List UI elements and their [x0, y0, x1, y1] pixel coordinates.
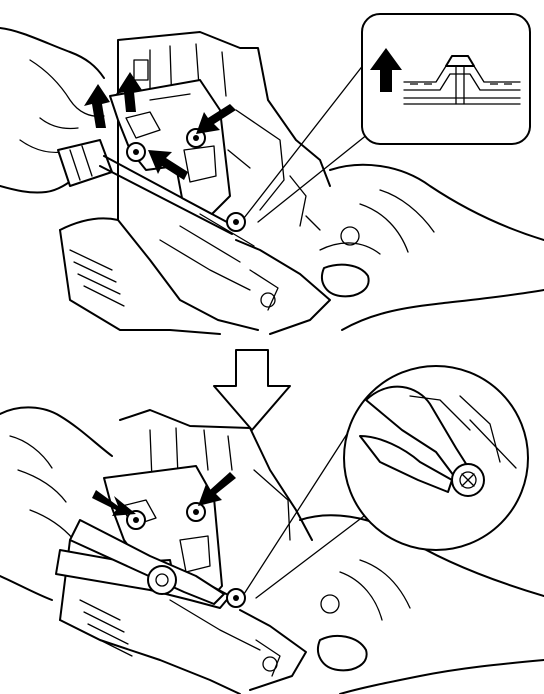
- valve-body-top: [59, 31, 331, 335]
- arrow-pointing-bolt-right: [196, 104, 236, 134]
- callout-leader-bottom: [243, 419, 373, 599]
- bolt-top-lower: [226, 212, 246, 232]
- step-2-panel: [0, 365, 544, 694]
- arrow-pointing-bolt-bottom-right: [198, 472, 236, 506]
- bolt-bottom-lower: [226, 588, 246, 608]
- bolt-bottom-right: [186, 502, 206, 522]
- right-hand-bottom: [299, 514, 544, 694]
- detent-spring-plate: [109, 79, 231, 215]
- down-step-arrow: [213, 349, 291, 431]
- clip-circle-callout: [343, 365, 529, 551]
- arrow-pointing-bolt-bottom-left: [92, 490, 136, 516]
- callout-leader-top: [243, 63, 369, 223]
- valve-body-bottom: [59, 409, 313, 694]
- valve-body-lower-bottom: [239, 609, 307, 691]
- bolt-bottom-left: [126, 510, 146, 530]
- step-1-panel: [0, 13, 544, 335]
- arrow-up-mid: [116, 72, 142, 112]
- inset-lift-callout: [361, 13, 531, 145]
- valve-body-lower-top: [235, 175, 331, 335]
- pliers: [55, 519, 231, 609]
- right-hand-top: [319, 163, 544, 331]
- bolt-top-left: [126, 142, 146, 162]
- arrow-pointing-bolt-left: [148, 150, 188, 180]
- bolt-top-right: [186, 128, 206, 148]
- screwdriver: [57, 139, 239, 235]
- arrow-up-left: [84, 84, 110, 128]
- lift-arrow-icon: [370, 48, 402, 92]
